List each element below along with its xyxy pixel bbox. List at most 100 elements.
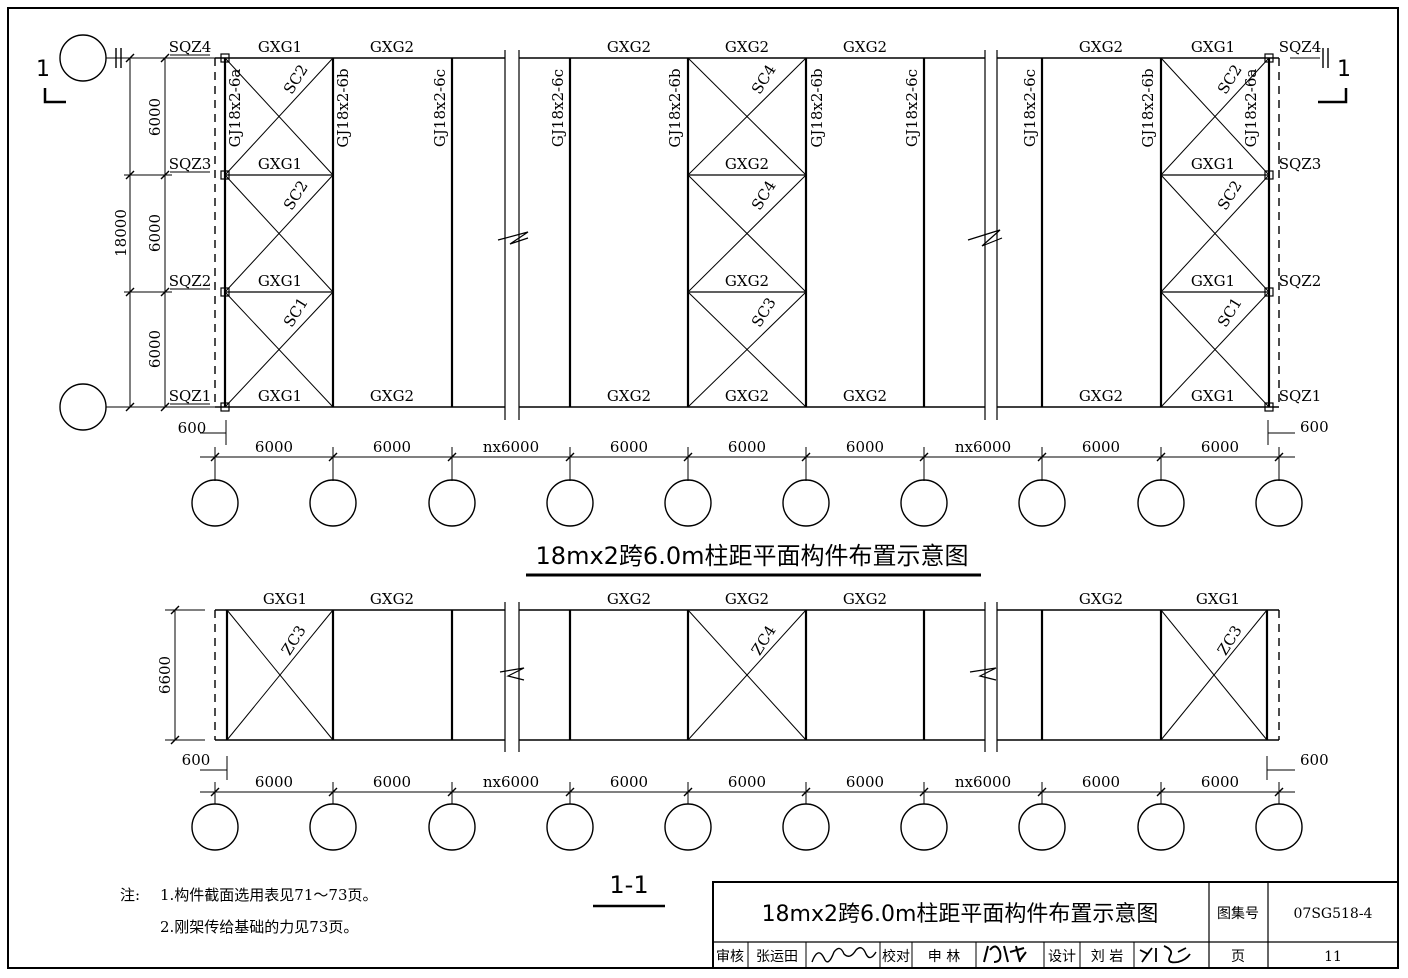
section-mark-label: 1 <box>36 57 50 82</box>
brace-diagonal <box>687 174 807 293</box>
title-block: 18mx2跨6.0m柱距平面构件布置示意图 图集号 07SG518-4 审核 张… <box>712 881 1399 969</box>
axis-bubble <box>782 479 830 527</box>
plan-break-symbol <box>497 231 529 245</box>
axis-bubble <box>191 479 239 527</box>
purlin-label: GXG1 <box>1191 387 1235 405</box>
dim-x-label: 6000 <box>728 438 766 456</box>
dim-y-label: 6000 <box>146 214 164 252</box>
node-marker <box>220 170 230 180</box>
sqz-label-right: SQZ2 <box>1279 272 1322 290</box>
elev-purlin-label: GXG2 <box>725 590 769 608</box>
frame-label: GJ18x2-6b <box>334 68 352 147</box>
sheet-border <box>7 7 1399 969</box>
titleblock-title: 18mx2跨6.0m柱距平面构件布置示意图 <box>762 902 1159 927</box>
axis-bubble <box>546 479 594 527</box>
dim-x-label: 6000 <box>255 438 293 456</box>
axis-bubble <box>428 479 476 527</box>
purlin-label: GXG2 <box>843 387 887 405</box>
brace-diagonal <box>1160 291 1270 408</box>
elev-break-symbol <box>499 667 525 681</box>
dim-x-label: nx6000 <box>955 438 1011 456</box>
dim-x-label: 6000 <box>1082 438 1120 456</box>
dim-total-label: 18000 <box>112 209 130 257</box>
dim-x-label: 6000 <box>610 773 648 791</box>
dim-tick <box>160 53 170 63</box>
check-name: 申 林 <box>928 949 960 965</box>
brace-diagonal <box>687 57 807 176</box>
dim-tick <box>170 735 180 745</box>
strut-label: GXG1 <box>1191 272 1235 290</box>
elev-brace <box>1160 609 1268 741</box>
elev-purlin-label: GXG2 <box>1079 590 1123 608</box>
frame-label: GJ18x2-6c <box>431 69 449 147</box>
frame-label: GJ18x2-6c <box>903 69 921 147</box>
brace-diagonal <box>224 291 334 408</box>
dim-tick <box>683 787 693 797</box>
axis-bubble <box>546 803 594 851</box>
dim-tick <box>1274 452 1284 462</box>
elev-purlin-label: GXG2 <box>843 590 887 608</box>
frame-label: GJ18x2-6b <box>666 68 684 147</box>
elev-purlin-label: GXG1 <box>1196 590 1240 608</box>
brace-diagonal <box>224 57 334 176</box>
axis-bubble <box>664 803 712 851</box>
purlin-label: GXG2 <box>370 38 414 56</box>
plan-title: 18mx2跨6.0m柱距平面构件布置示意图 <box>536 542 969 570</box>
axis-bubble <box>428 803 476 851</box>
review-signature <box>811 947 877 963</box>
node-marker <box>1264 402 1274 412</box>
purlin-label: GXG2 <box>843 38 887 56</box>
dim-tick <box>160 170 170 180</box>
dim-tick <box>125 170 135 180</box>
dim-tick <box>447 787 457 797</box>
dim-x-label: nx6000 <box>483 773 539 791</box>
dim-x-label: nx6000 <box>483 438 539 456</box>
purlin-label: GXG2 <box>1079 38 1123 56</box>
dim-y-label: 6000 <box>146 98 164 136</box>
brace-label: SC4 <box>748 177 780 213</box>
atlas-label: 图集号 <box>1217 905 1259 922</box>
elev-purlin-label: GXG2 <box>607 590 651 608</box>
dim-tick <box>210 787 220 797</box>
dim-tick <box>125 402 135 412</box>
dim-x-label: 6000 <box>1201 438 1239 456</box>
brace-label: SC3 <box>748 294 780 330</box>
brace-diagonal <box>1160 57 1270 176</box>
frame-label: GJ18x2-6c <box>1021 69 1039 147</box>
page-number: 11 <box>1324 949 1342 965</box>
node-marker <box>220 53 230 63</box>
elev-purlin-label: GXG1 <box>263 590 307 608</box>
purlin-label: GXG1 <box>258 387 302 405</box>
axis-bubble <box>1255 479 1303 527</box>
dim-x-label: 6000 <box>255 773 293 791</box>
purlin-label: GXG1 <box>258 38 302 56</box>
brace-diagonal <box>1160 174 1270 293</box>
elev-brace <box>226 609 334 741</box>
brace-label: SC4 <box>748 61 780 97</box>
axis-bubble <box>59 34 107 82</box>
dim-tick <box>565 787 575 797</box>
design-name: 刘 岩 <box>1091 949 1123 965</box>
strut-label: GXG2 <box>725 155 769 173</box>
atlas-number: 07SG518-4 <box>1294 906 1373 922</box>
axis-bubble <box>1137 803 1185 851</box>
section-mark-left <box>43 88 66 104</box>
sqz-label-left: SQZ3 <box>169 155 212 173</box>
review-label: 审核 <box>716 949 744 965</box>
dim-x-label: 6000 <box>610 438 648 456</box>
brace-label: SC2 <box>280 177 312 213</box>
dim-tick <box>328 452 338 462</box>
purlin-label: GXG2 <box>370 387 414 405</box>
dim-x-label: 6000 <box>846 438 884 456</box>
node-marker <box>220 287 230 297</box>
edge-dim-label: 600 <box>182 751 211 769</box>
dim-x-label: 6000 <box>1201 773 1239 791</box>
axis-bubble <box>1137 479 1185 527</box>
axis-bubble <box>900 479 948 527</box>
axis-bubble <box>1018 803 1066 851</box>
elev-purlin-label: GXG2 <box>370 590 414 608</box>
brace-label: SC1 <box>1214 294 1246 330</box>
axis-bubble <box>782 803 830 851</box>
